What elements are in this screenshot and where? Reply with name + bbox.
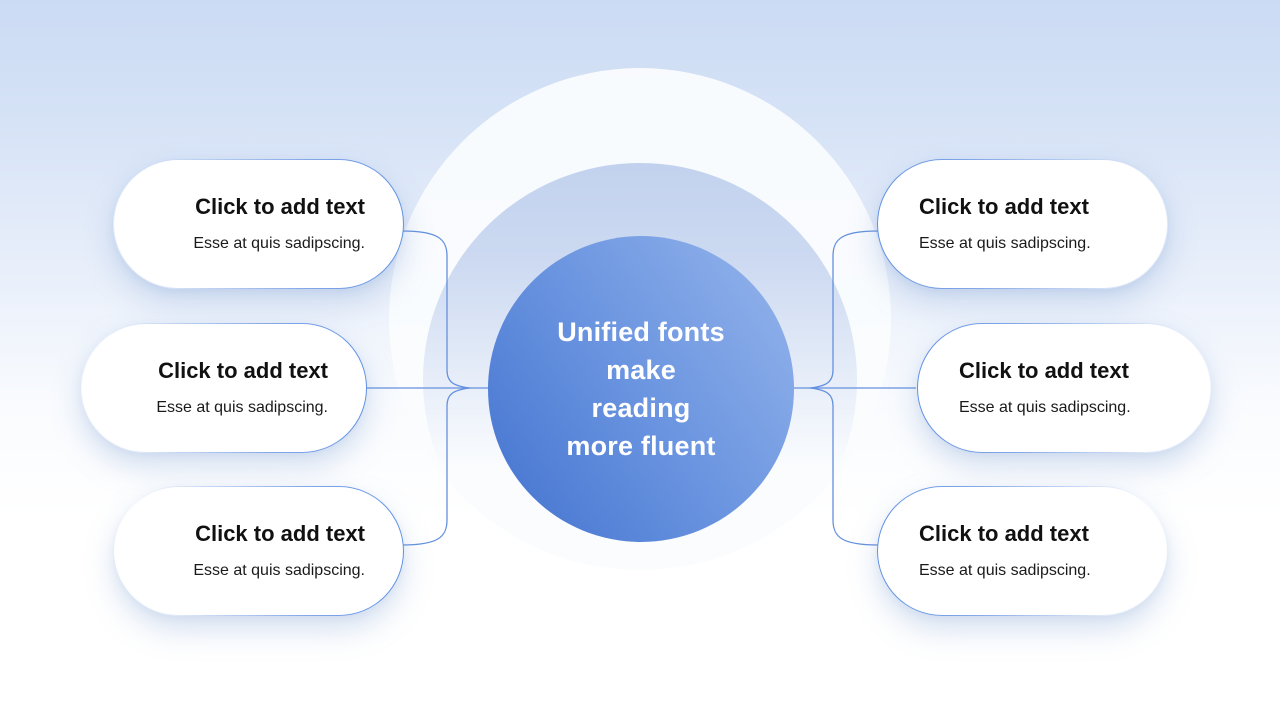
card-top-left[interactable]: Click to add text Esse at quis sadipscin… (113, 159, 404, 289)
card-subtitle[interactable]: Esse at quis sadipscing. (959, 399, 1131, 416)
card-subtitle[interactable]: Esse at quis sadipscing. (919, 562, 1091, 579)
card-bottom-left[interactable]: Click to add text Esse at quis sadipscin… (114, 486, 404, 616)
central-topic-text-line: reading (591, 393, 691, 423)
card-title-placeholder[interactable]: Click to add text (195, 194, 365, 219)
card-subtitle[interactable]: Esse at quis sadipscing. (919, 235, 1091, 252)
central-topic-circle[interactable]: Unified fonts make reading more fluent (488, 236, 794, 542)
central-topic-text-line: make (606, 355, 676, 385)
central-topic-text-line: more fluent (566, 431, 716, 461)
central-topic-text-line: Unified fonts (557, 317, 725, 347)
card-top-right[interactable]: Click to add text Esse at quis sadipscin… (877, 159, 1168, 289)
card-title-placeholder[interactable]: Click to add text (959, 358, 1129, 383)
card-middle-right[interactable]: Click to add text Esse at quis sadipscin… (917, 323, 1211, 453)
card-subtitle[interactable]: Esse at quis sadipscing. (193, 235, 365, 252)
card-subtitle[interactable]: Esse at quis sadipscing. (193, 562, 365, 579)
card-title-placeholder[interactable]: Click to add text (919, 194, 1089, 219)
card-title-placeholder[interactable]: Click to add text (158, 358, 328, 383)
card-subtitle[interactable]: Esse at quis sadipscing. (156, 399, 328, 416)
card-title-placeholder[interactable]: Click to add text (195, 521, 365, 546)
card-middle-left[interactable]: Click to add text Esse at quis sadipscin… (81, 323, 367, 453)
card-title-placeholder[interactable]: Click to add text (919, 521, 1089, 546)
card-bottom-right[interactable]: Click to add text Esse at quis sadipscin… (877, 486, 1167, 616)
